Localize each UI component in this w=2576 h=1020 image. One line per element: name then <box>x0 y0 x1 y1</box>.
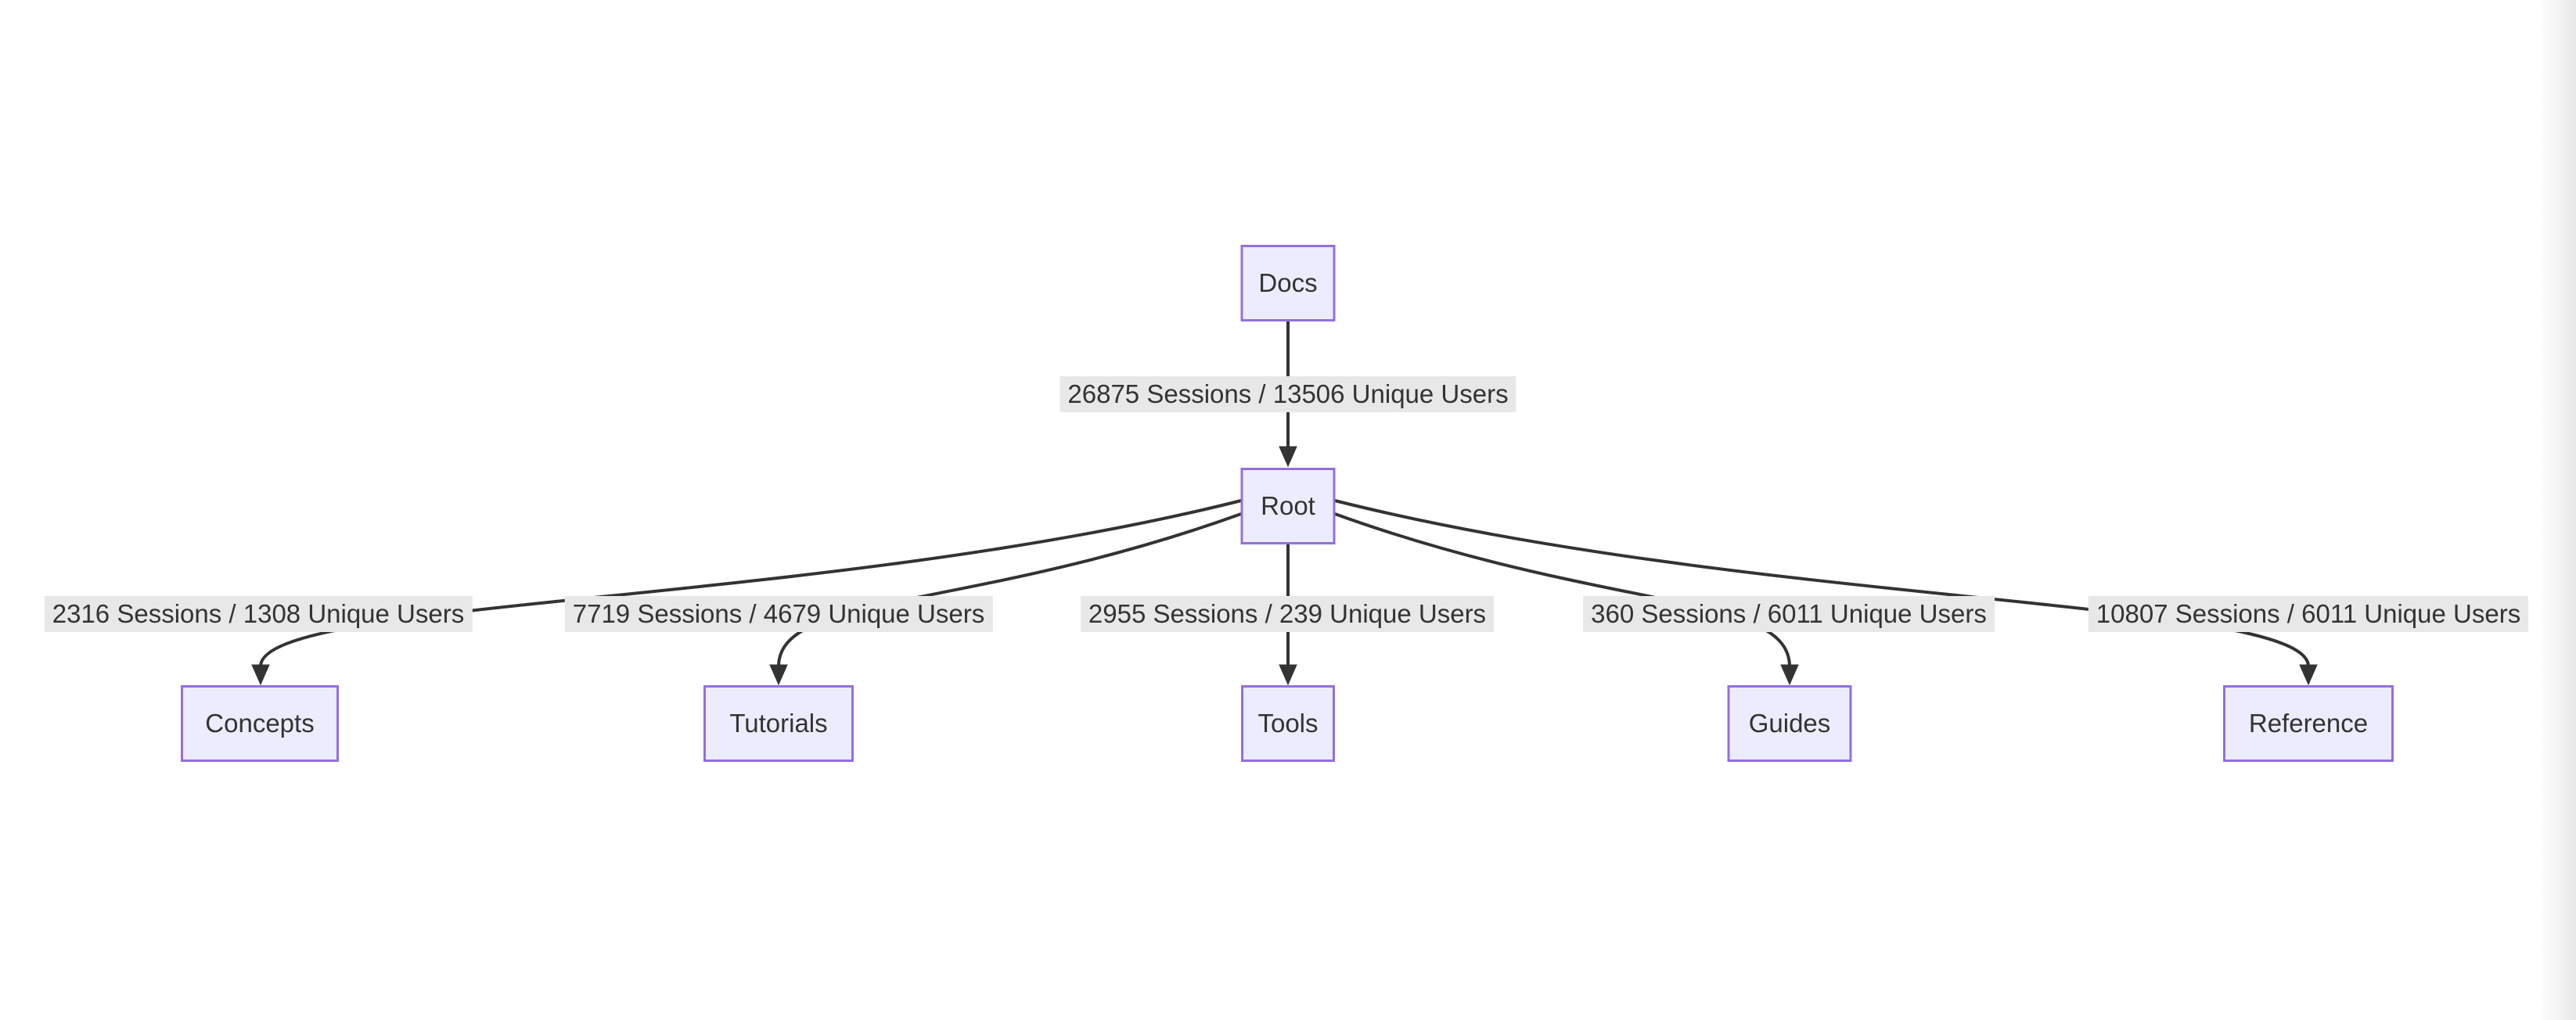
node-reference-label: Reference <box>2248 709 2369 738</box>
edge-label-docs-root: 26875 Sessions / 13506 Unique Users <box>1060 376 1516 412</box>
node-tools-label: Tools <box>1257 709 1319 738</box>
edge-root-guides <box>1334 512 1791 667</box>
node-concepts: Concepts <box>181 685 339 762</box>
node-root-label: Root <box>1261 491 1315 520</box>
edge-root-reference <box>1334 499 2310 667</box>
node-tutorials: Tutorials <box>703 685 854 762</box>
edge-label-root-concepts: 2316 Sessions / 1308 Unique Users <box>44 596 473 632</box>
arrowhead-root <box>1279 446 1297 468</box>
node-tools: Tools <box>1241 685 1335 762</box>
node-reference: Reference <box>2223 685 2394 762</box>
arrowhead-tools <box>1279 664 1297 686</box>
node-docs-label: Docs <box>1258 268 1318 297</box>
node-guides-label: Guides <box>1748 709 1831 738</box>
arrowhead-concepts <box>251 664 270 686</box>
edge-root-tutorials <box>777 512 1242 667</box>
node-concepts-label: Concepts <box>205 709 315 738</box>
arrowhead-reference <box>2299 664 2318 686</box>
edge-root-concepts <box>259 499 1242 667</box>
edge-label-root-tools: 2955 Sessions / 239 Unique Users <box>1080 596 1495 632</box>
edge-label-root-guides: 360 Sessions / 6011 Unique Users <box>1583 596 1995 632</box>
arrowhead-guides <box>1780 664 1799 686</box>
node-docs: Docs <box>1240 245 1336 321</box>
edge-label-root-reference: 10807 Sessions / 6011 Unique Users <box>2088 596 2529 632</box>
arrowhead-tutorials <box>769 664 788 686</box>
node-root: Root <box>1240 468 1336 544</box>
node-tutorials-label: Tutorials <box>729 709 828 738</box>
edge-label-root-tutorials: 7719 Sessions / 4679 Unique Users <box>564 596 993 632</box>
node-guides: Guides <box>1727 685 1852 762</box>
